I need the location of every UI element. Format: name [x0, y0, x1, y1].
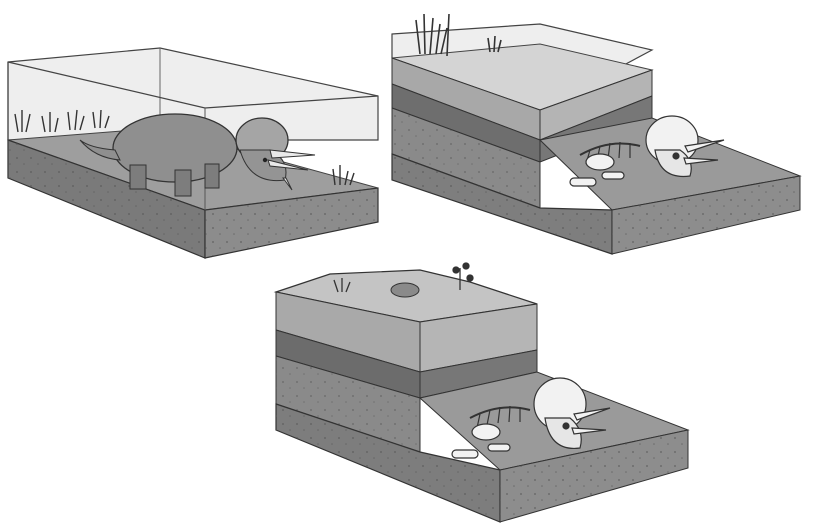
panel-1: [8, 48, 378, 258]
panel-2: [392, 14, 800, 254]
surface-bone-fragment: [391, 283, 419, 297]
panel-3: [276, 263, 688, 522]
